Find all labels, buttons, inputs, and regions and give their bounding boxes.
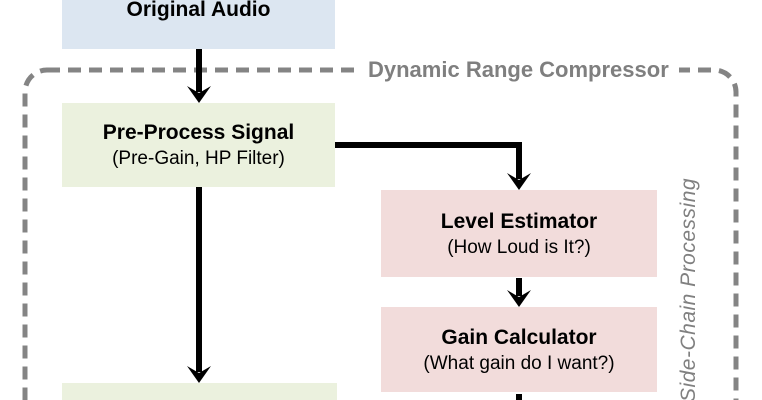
arrow-preprocess-to-level	[335, 142, 531, 190]
arrow-preprocess-to-output	[187, 187, 211, 383]
node-gain-calculator-subtitle: (What gain do I want?)	[423, 352, 615, 374]
node-level-estimator: Level Estimator (How Loud is It?)	[381, 190, 657, 277]
node-pre-process-subtitle: (Pre-Gain, HP Filter)	[112, 148, 285, 169]
compressor-boundary	[22, 67, 739, 400]
node-gain-calculator: Gain Calculator (What gain do I want?)	[381, 307, 657, 392]
node-level-estimator-subtitle: (How Loud is It?)	[447, 236, 591, 258]
side-chain-processing-label: Side-Chain Processing	[677, 177, 700, 400]
compressor-boundary-label: Dynamic Range Compressor	[358, 56, 679, 83]
node-pre-process-title: Pre-Process Signal	[102, 121, 295, 144]
arrow-original-to-preprocess	[187, 49, 211, 103]
node-original-audio: Original Audio	[62, 0, 335, 49]
arrow-level-to-gain	[507, 278, 531, 307]
node-output-clipped	[62, 383, 337, 400]
node-pre-process-signal: Pre-Process Signal (Pre-Gain, HP Filter)	[62, 103, 335, 187]
node-level-estimator-title: Level Estimator	[440, 209, 598, 233]
node-original-audio-title: Original Audio	[126, 0, 271, 21]
node-gain-calculator-title: Gain Calculator	[441, 325, 597, 349]
